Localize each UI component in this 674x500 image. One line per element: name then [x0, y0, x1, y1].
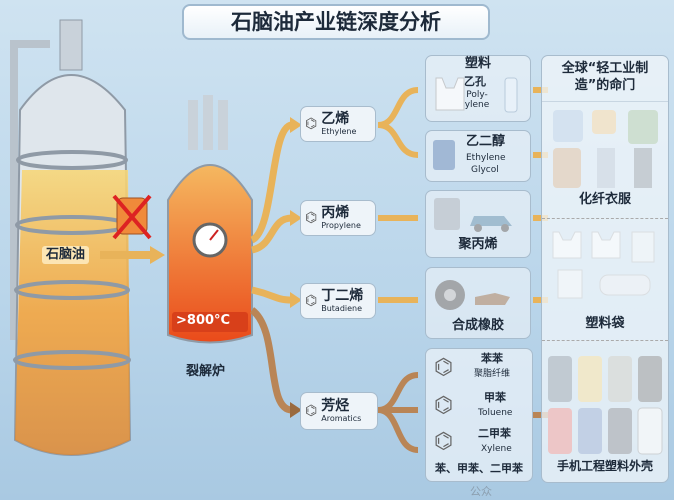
- product-polypropylene: 聚丙烯: [425, 190, 531, 258]
- page-title: 石脑油产业链深度分析: [182, 4, 490, 40]
- cracking-furnace: [167, 95, 253, 344]
- product-synthetic-rubber: 合成橡胶: [425, 267, 531, 339]
- molecule-icon: ⌬: [305, 116, 318, 132]
- product-title: 塑料: [464, 56, 491, 71]
- product-title: 合成橡胶: [451, 318, 504, 333]
- xylene-icon: ⌬: [434, 429, 454, 454]
- node-zh: 乙烯: [321, 111, 350, 127]
- node-en: Butadiene: [321, 304, 363, 313]
- product-ethylene-glycol: 乙二醇 Ethylene Glycol: [425, 130, 531, 182]
- product-zh: 乙孔: [464, 75, 486, 88]
- naphtha-tower: [10, 19, 132, 456]
- product-en: Glycol: [471, 165, 499, 175]
- node-en: Aromatics: [321, 414, 362, 423]
- aromatic-sub: Xylene: [481, 444, 512, 454]
- benzene-icon: ⌬: [434, 355, 454, 380]
- node-zh: 丙烯: [321, 205, 350, 221]
- flow-arrows: [249, 121, 294, 414]
- applications-panel: 全球“轻工业制造”的命门 化纤衣服 塑料袋 手机工程塑料外壳: [541, 55, 669, 483]
- naphtha-label: 石脑油: [42, 246, 90, 264]
- node-en: Propylene: [321, 221, 361, 230]
- furnace-label: 裂解炉: [186, 364, 226, 379]
- product-plastic: 塑料 乙孔 Poly-ylene: [425, 55, 531, 122]
- gas-canister-crossed-icon: [112, 194, 152, 240]
- benzene-ring-icon: ⌬: [305, 403, 318, 419]
- toluene-icon: ⌬: [434, 393, 454, 418]
- aromatic-zh: 二甲苯: [478, 427, 511, 440]
- product-en: Ethylene: [466, 153, 506, 163]
- aromatic-zh: 苯苯: [481, 352, 503, 365]
- watermark: 公众: [470, 485, 492, 498]
- applications-header: 全球“轻工业制造”的命门: [542, 56, 668, 102]
- node-zh: 丁二烯: [321, 288, 364, 304]
- clothing-label: 化纤衣服: [542, 192, 668, 219]
- product-aromatics: ⌬ 苯苯 聚脂纤维 ⌬ 甲苯 Toluene ⌬ 二甲苯 Xylene 苯、甲苯…: [425, 348, 533, 482]
- product-zh: 乙二醇: [466, 134, 506, 149]
- molecule-icon: ⌬: [305, 210, 318, 226]
- node-en: Ethylene: [321, 127, 357, 136]
- product-title: 聚丙烯: [458, 237, 498, 252]
- aromatic-sub: Toluene: [478, 408, 513, 418]
- product-en: Poly-ylene: [464, 90, 490, 110]
- phones-label: 手机工程塑料外壳: [556, 459, 653, 473]
- furnace-temperature: >800°C: [176, 313, 231, 328]
- bags-label: 塑料袋: [542, 316, 668, 341]
- aromatic-zh: 甲苯: [484, 391, 506, 404]
- molecule-icon: ⌬: [305, 293, 318, 309]
- node-zh: 芳烃: [321, 398, 350, 414]
- aromatic-sub: 聚脂纤维: [474, 369, 511, 379]
- aromatic-footer: 苯、甲苯、二甲苯: [435, 462, 523, 475]
